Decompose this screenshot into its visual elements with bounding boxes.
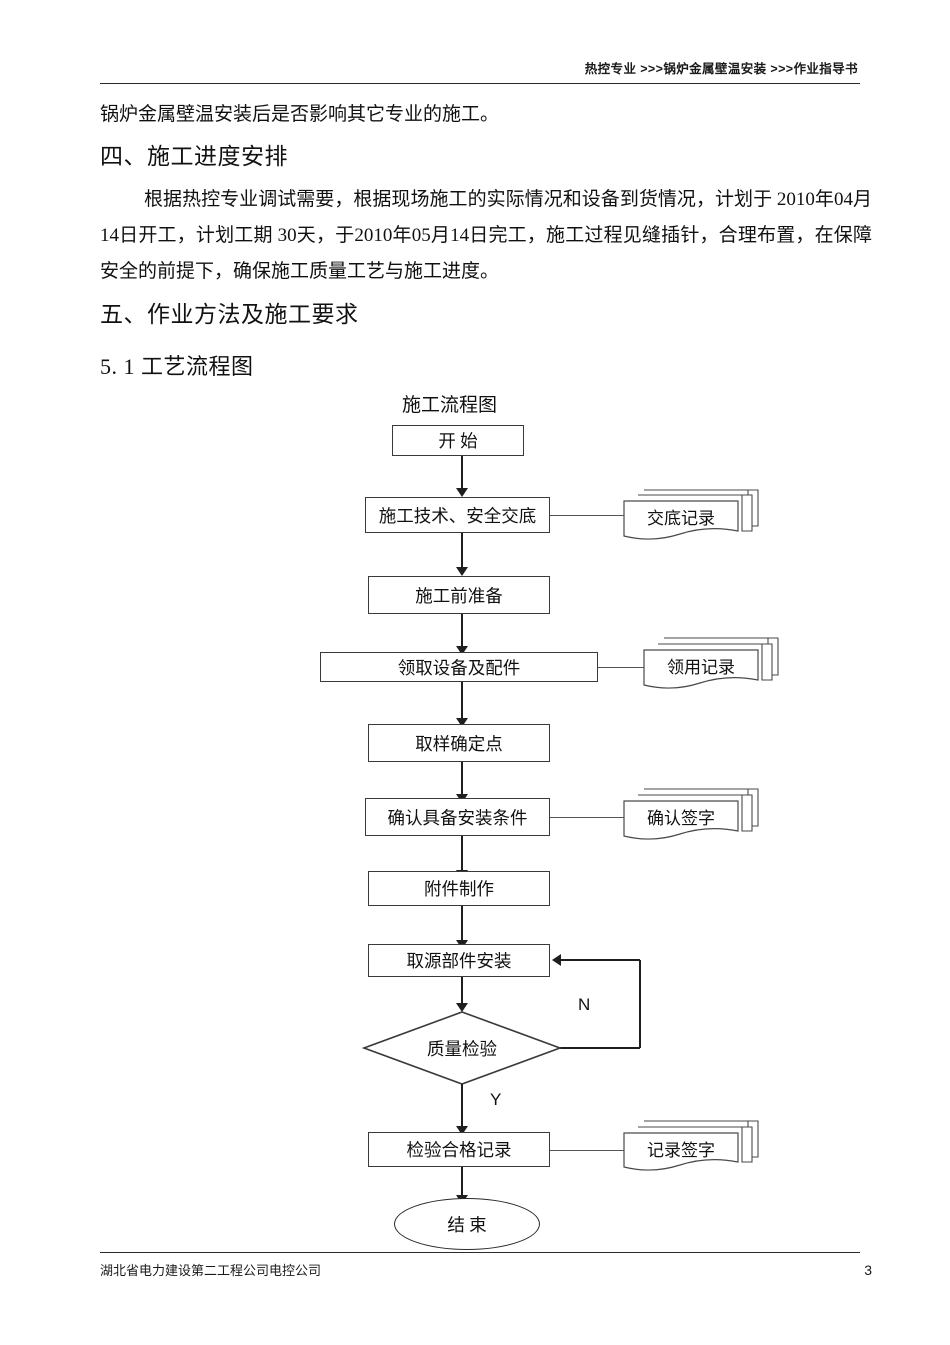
flow-node-quality-check-label: 质量检验: [427, 1038, 497, 1059]
flow-doc-requisition-record-label: 领用记录: [667, 657, 735, 677]
flow-node-preparation: 施工前准备: [368, 576, 550, 614]
connector-n4-to-n5: [461, 762, 464, 798]
flow-doc-confirm-signature: 确认签字: [620, 784, 760, 846]
footer-company: 湖北省电力建设第二工程公司电控公司: [100, 1263, 322, 1278]
section-5-heading: 五、作业方法及施工要求: [100, 302, 359, 327]
flow-node-quality-check: 质量检验: [362, 1010, 562, 1086]
header-rule: [100, 83, 860, 84]
connector-n5-to-doc3: [550, 817, 628, 819]
connector-decision-to-n8: [461, 1084, 464, 1130]
page-header: 热控专业 >>>锅炉金属壁温安装 >>>作业指导书: [100, 58, 860, 84]
section-4-body: 根据热控专业调试需要，根据现场施工的实际情况和设备到货情况，计划于 2010年0…: [100, 189, 872, 282]
flowchart-title: 施工流程图: [402, 395, 498, 416]
header-breadcrumb: 热控专业 >>>锅炉金属壁温安装 >>>作业指导书: [584, 62, 858, 76]
flow-node-briefing: 施工技术、安全交底: [365, 497, 550, 533]
connector-n6-to-n7: [461, 906, 464, 944]
arrowhead-n3-to-n4: [456, 718, 468, 727]
arrowhead-feedback-to-n7: [552, 954, 561, 966]
arrowhead-decision-to-n8: [456, 1126, 468, 1135]
lead-paragraph: 锅炉金属壁温安装后是否影响其它专业的施工。: [100, 104, 500, 125]
flow-doc-record-signature-label: 记录签字: [647, 1140, 715, 1160]
connector-n2-to-n3: [461, 614, 464, 650]
connector-n8-to-doc4: [550, 1150, 628, 1152]
flow-node-confirm-conditions: 确认具备安装条件: [365, 798, 550, 836]
flow-node-start: 开 始: [392, 425, 524, 456]
arrowhead-n7-to-decision: [456, 1003, 468, 1012]
flow-node-source-part-install: 取源部件安装: [368, 944, 550, 977]
connector-n3-to-n4: [461, 682, 464, 722]
connector-n5-to-n6: [461, 836, 464, 874]
flow-doc-briefing-record: 交底记录: [620, 482, 760, 544]
flow-doc-record-signature: 记录签字: [620, 1117, 760, 1179]
section-5-1-heading: 5. 1 工艺流程图: [100, 354, 254, 379]
flow-doc-confirm-signature-label: 确认签字: [647, 808, 715, 828]
connector-start-to-n1: [461, 456, 464, 492]
footer-rule: [100, 1252, 860, 1253]
connector-n7-to-decision: [461, 977, 464, 1007]
footer-page-number: 3: [864, 1262, 872, 1278]
flow-node-sampling-point: 取样确定点: [368, 724, 550, 762]
connector-feedback-horizontal-top: [560, 959, 640, 961]
connector-n8-to-end: [461, 1167, 464, 1199]
connector-n3-to-doc2: [598, 667, 648, 669]
section-4-heading: 四、施工进度安排: [100, 144, 288, 169]
branch-label-yes: Y: [490, 1090, 502, 1109]
arrowhead-n2-to-n3: [456, 646, 468, 655]
flow-doc-briefing-record-label: 交底记录: [647, 508, 715, 528]
arrowhead-start-to-n1: [456, 488, 468, 497]
process-flowchart: 施工流程图 开 始 施工技术、安全交底 交底记录 施工前准备 领取设备及配件: [0, 390, 950, 1260]
flow-node-pass-record: 检验合格记录: [368, 1132, 550, 1167]
arrowhead-n1-to-n2: [456, 567, 468, 576]
branch-label-no: N: [578, 995, 591, 1014]
flow-node-receive-equipment: 领取设备及配件: [320, 652, 598, 682]
flow-node-fitting-fabrication: 附件制作: [368, 871, 550, 906]
flow-doc-requisition-record: 领用记录: [640, 633, 780, 695]
connector-feedback-vertical: [639, 960, 641, 1048]
connector-n1-to-n2: [461, 533, 464, 571]
flow-node-end: 结 束: [394, 1198, 540, 1250]
connector-feedback-horizontal-bottom: [560, 1047, 640, 1049]
page-footer: 湖北省电力建设第二工程公司电控公司 3: [100, 1252, 872, 1279]
connector-n1-to-doc1: [550, 515, 628, 517]
